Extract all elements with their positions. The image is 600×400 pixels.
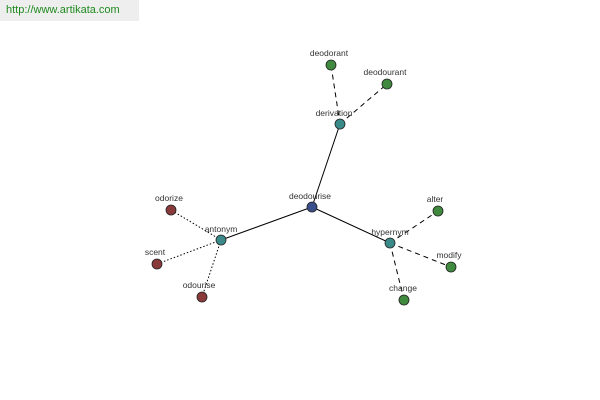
label-alter: alter xyxy=(427,194,444,204)
node-odorize[interactable] xyxy=(165,204,177,216)
edge-center-hypernym xyxy=(311,206,391,244)
edge-hypernym-modify xyxy=(389,242,452,268)
label-deodourant: deodourant xyxy=(363,67,407,77)
edge-hypernym-change xyxy=(389,242,405,301)
node-center[interactable] xyxy=(306,201,318,213)
edge-derivation-deodourant xyxy=(339,83,388,125)
node-alter[interactable] xyxy=(432,205,444,217)
label-antonym: antonym xyxy=(205,224,238,234)
label-odorize: odorize xyxy=(155,193,183,203)
label-deodorant: deodorant xyxy=(310,48,349,58)
edge-center-antonym xyxy=(220,206,313,241)
edge-antonym-odourise xyxy=(201,239,222,298)
node-antonym[interactable] xyxy=(215,234,227,246)
label-odourise: odourise xyxy=(183,280,216,290)
node-hypernym[interactable] xyxy=(384,237,396,249)
label-change: change xyxy=(389,283,417,293)
edge-antonym-odorize xyxy=(170,209,222,241)
edge-center-derivation xyxy=(311,123,341,208)
node-odourise[interactable] xyxy=(196,291,208,303)
node-derivation[interactable] xyxy=(334,118,346,130)
node-scent[interactable] xyxy=(151,258,163,270)
edge-antonym-scent xyxy=(156,239,222,265)
node-deodorant[interactable] xyxy=(325,59,337,71)
label-scent: scent xyxy=(145,247,166,257)
edge-derivation-deodorant xyxy=(330,64,341,125)
label-center: deodourise xyxy=(289,191,331,201)
label-derivation: derivation xyxy=(316,108,353,118)
label-hypernym: hypernym xyxy=(371,227,408,237)
source-link[interactable]: http://www.artikata.com xyxy=(0,0,139,21)
node-change[interactable] xyxy=(398,294,410,306)
node-deodourant[interactable] xyxy=(381,78,393,90)
label-modify: modify xyxy=(436,250,462,260)
edge-hypernym-alter xyxy=(389,210,439,244)
node-modify[interactable] xyxy=(445,261,457,273)
